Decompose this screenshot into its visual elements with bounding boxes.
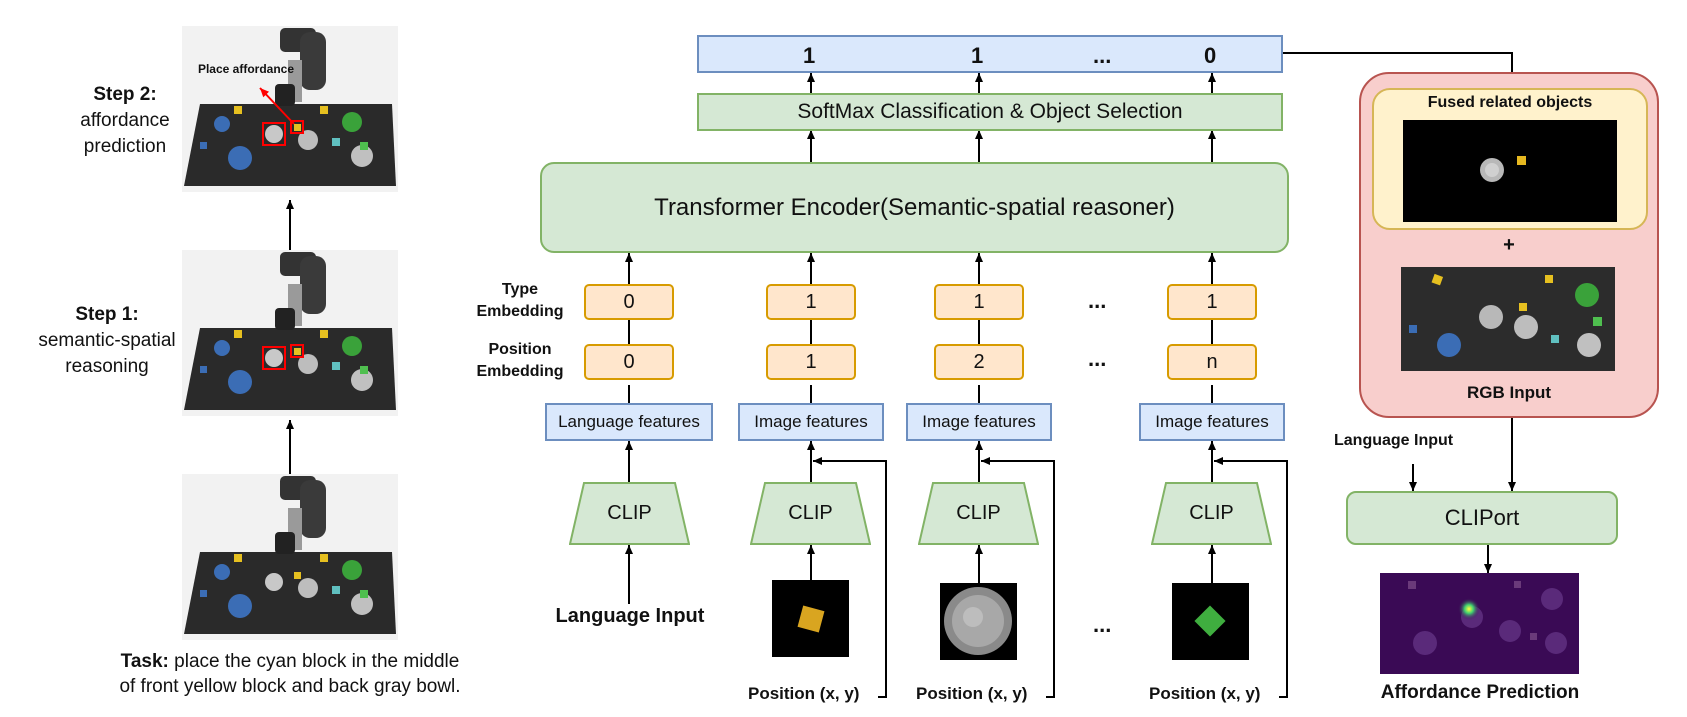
position-label-n: Position (x, y)	[1149, 684, 1261, 703]
task-caption: Task: place the cyan block in the middle…	[80, 649, 500, 699]
task-text-line2: of front yellow block and back gray bowl…	[119, 676, 461, 697]
affordance-prediction-label: Affordance Prediction	[1380, 682, 1580, 703]
step2-caption: Step 2: affordance prediction	[40, 82, 210, 160]
step2-desc-line2: prediction	[83, 136, 167, 157]
position-embedding-n: n	[1167, 344, 1257, 380]
clip-label: CLIP	[956, 502, 1001, 524]
type-embedding-n: 1	[1167, 284, 1257, 320]
clip-label: CLIP	[607, 502, 652, 524]
output-value-last: 0	[1204, 43, 1217, 68]
output-value-1: 1	[803, 43, 816, 68]
output-selection-bar: 1 1 ... 0	[697, 35, 1283, 73]
clip-encoder-image-n: CLIP	[1151, 482, 1272, 545]
image-features-box-1: Image features	[738, 403, 884, 441]
position-embedding-label: Position Embedding	[476, 341, 564, 380]
position-embedding-2: 2	[934, 344, 1024, 380]
type-embedding-0: 0	[584, 284, 674, 320]
position-embedding-ellipsis: ...	[1088, 346, 1107, 371]
object-crop-green-block	[1172, 583, 1249, 660]
rgb-input-label: RGB Input	[1466, 383, 1552, 402]
step1-desc-line2: reasoning	[65, 356, 149, 377]
rgb-input-image	[1401, 267, 1615, 371]
task-text-line1: place the cyan block in the middle	[168, 651, 460, 672]
step2-title: Step 2:	[93, 84, 157, 105]
step1-title: Step 1:	[75, 304, 139, 325]
image-features-box-n: Image features	[1139, 403, 1285, 441]
language-features-box: Language features	[545, 403, 713, 441]
type-embedding-label: Type Embedding	[476, 281, 564, 320]
clip-label: CLIP	[788, 502, 833, 524]
object-crop-yellow-block	[772, 580, 849, 657]
softmax-box: SoftMax Classification & Object Selectio…	[697, 93, 1283, 131]
object-crop-ellipsis: ...	[1093, 612, 1112, 637]
type-embedding-ellipsis: ...	[1088, 288, 1107, 313]
clip-encoder-language: CLIP	[569, 482, 690, 545]
cliport-box: CLIPort	[1346, 491, 1618, 545]
step2-desc-line1: affordance	[80, 110, 170, 131]
fused-objects-image	[1403, 120, 1617, 222]
cliport-language-input-label: Language Input	[1334, 432, 1454, 449]
position-label-2: Position (x, y)	[916, 684, 1028, 703]
language-input-label: Language Input	[555, 605, 705, 627]
step1-caption: Step 1: semantic-spatial reasoning	[12, 302, 202, 380]
clip-label: CLIP	[1189, 502, 1234, 524]
fused-objects-title: Fused related objects	[1427, 94, 1593, 111]
clip-encoder-image-2: CLIP	[918, 482, 1039, 545]
affordance-prediction-image	[1380, 573, 1579, 674]
output-value-ellipsis: ...	[1093, 43, 1112, 68]
transformer-encoder-box: Transformer Encoder(Semantic-spatial rea…	[540, 162, 1289, 253]
scene-initial-image	[182, 474, 398, 640]
output-value-2: 1	[971, 43, 984, 68]
plus-sign: +	[1503, 234, 1515, 256]
position-embedding-1: 1	[766, 344, 856, 380]
task-label: Task:	[120, 651, 169, 672]
fused-objects-panel: Fused related objects	[1372, 88, 1648, 230]
step1-desc-line1: semantic-spatial	[38, 330, 176, 351]
clip-encoder-image-1: CLIP	[750, 482, 871, 545]
type-embedding-2: 1	[934, 284, 1024, 320]
reasoner-output-panel: Fused related objects + RGB Input	[1359, 72, 1659, 418]
position-embedding-0: 0	[584, 344, 674, 380]
scene-step1-image	[182, 250, 398, 416]
position-label-1: Position (x, y)	[748, 684, 860, 703]
type-embedding-1: 1	[766, 284, 856, 320]
object-crop-gray-bowl	[940, 583, 1017, 660]
place-affordance-label: Place affordance	[197, 62, 295, 76]
image-features-box-2: Image features	[906, 403, 1052, 441]
scene-step2-image: Place affordance	[182, 26, 398, 192]
